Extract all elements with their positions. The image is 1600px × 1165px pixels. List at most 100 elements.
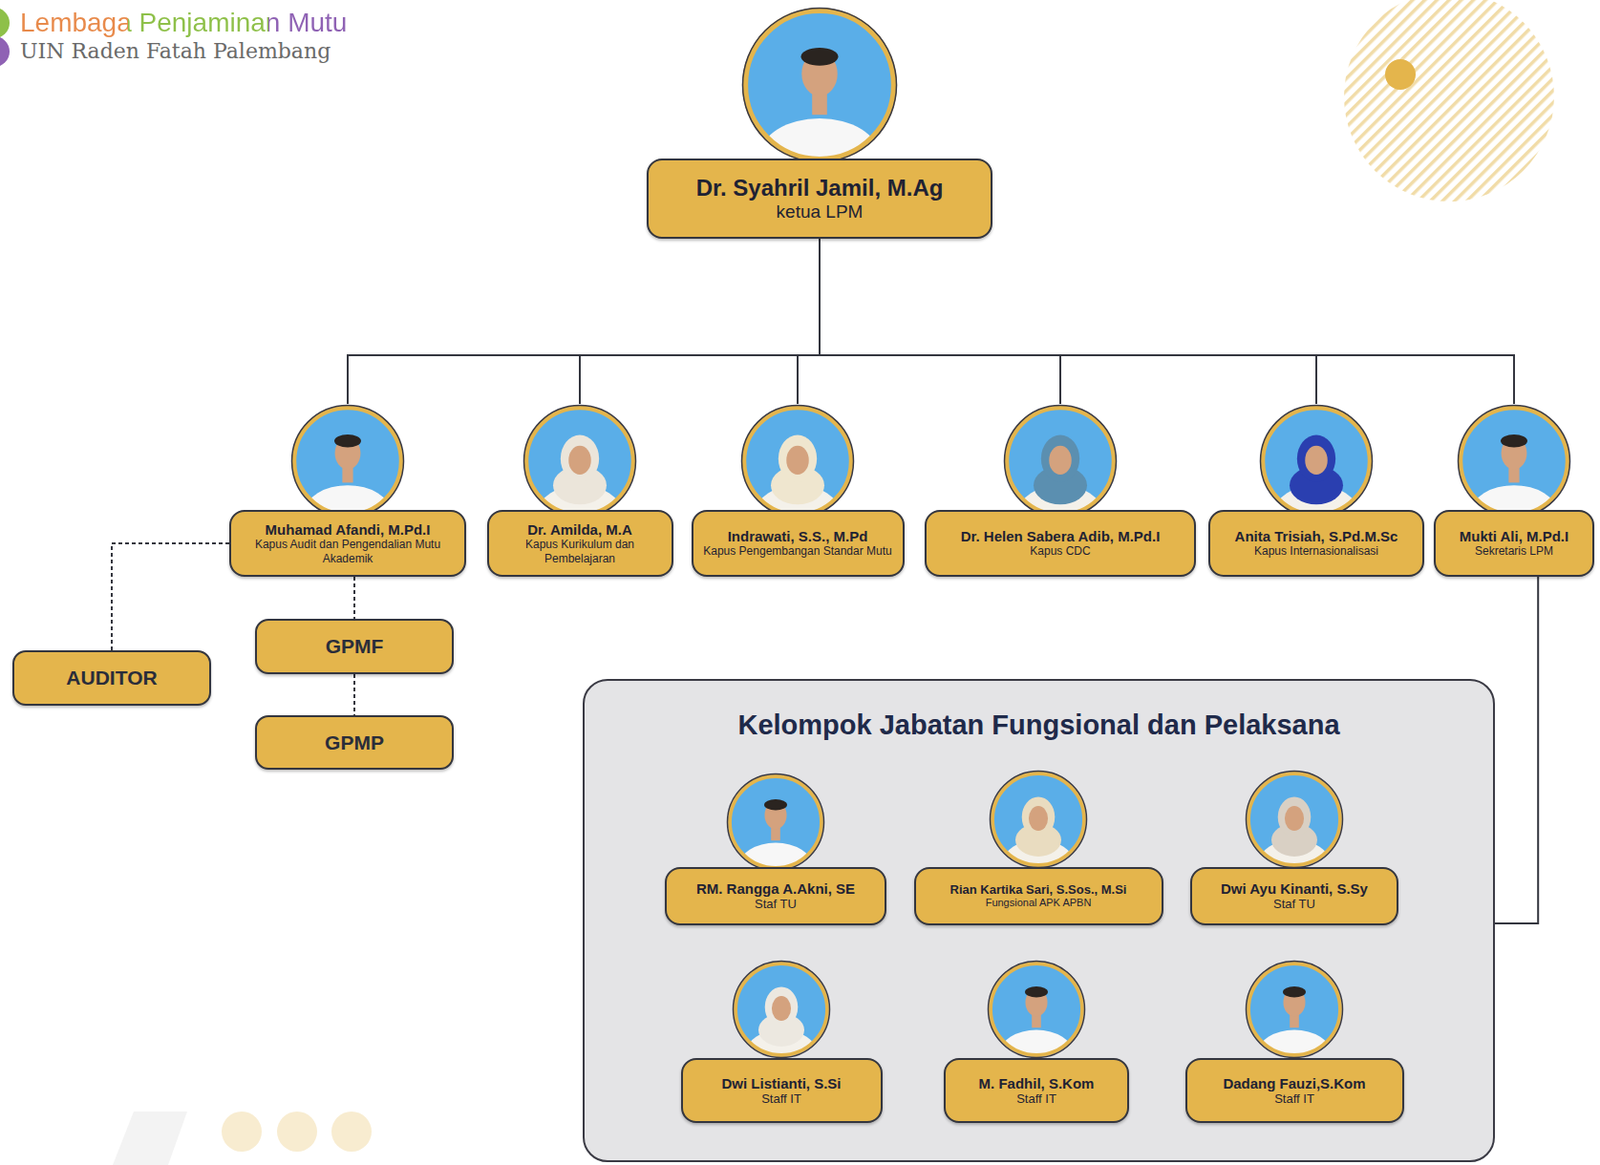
person-name: M. Fadhil, S.Kom — [979, 1075, 1095, 1092]
portrait-photo — [1244, 960, 1344, 1060]
photo-background — [1262, 407, 1370, 515]
name-box: RM. Rangga A.Akni, SEStaf TU — [664, 867, 887, 926]
person-role: ketua LPM — [776, 201, 864, 224]
person-card: Dadang Fauzi,S.KomStaff IT — [1185, 960, 1405, 1124]
person-name: Indrawati, S.S., M.Pd — [727, 528, 869, 545]
photo-background — [1248, 773, 1341, 866]
striped-circle — [1344, 0, 1555, 202]
connector-line — [819, 238, 1317, 405]
logo-leaf — [0, 36, 10, 67]
person-card: Rian Kartika Sari, S.Sos., M.SiFungsiona… — [914, 769, 1164, 926]
person-role: Sekretaris LPM — [1474, 544, 1554, 558]
name-box: Rian Kartika Sari, S.Sos., M.SiFungsiona… — [914, 867, 1164, 926]
name-box: M. Fadhil, S.KomStaff IT — [943, 1058, 1130, 1124]
person-name: Muhamad Afandi, M.Pd.I — [265, 521, 431, 538]
name-box: Mukti Ali, M.Pd.ISekretaris LPM — [1433, 510, 1595, 577]
unit-name: AUDITOR — [65, 666, 157, 690]
accent-dot — [277, 1111, 318, 1152]
portrait-photo — [522, 404, 638, 519]
accent-dot — [1385, 59, 1416, 90]
name-box: Dr. Helen Sabera Adib, M.Pd.IKapus CDC — [924, 510, 1196, 577]
person-role: Staf TU — [754, 896, 797, 913]
photo-ring — [744, 407, 852, 515]
photo-background — [992, 773, 1085, 866]
photo-outline — [1004, 405, 1117, 518]
group-panel: Kelompok Jabatan Fungsional dan Pelaksan… — [582, 679, 1495, 1163]
person-card: Dr. Syahril Jamil, M.Agketua LPM — [646, 6, 993, 239]
logo-leaf — [0, 7, 10, 39]
portrait-photo — [986, 960, 1087, 1060]
unit-name: GPMP — [324, 731, 384, 755]
person-card: Indrawati, S.S., M.PdKapus Pengembangan … — [691, 404, 905, 577]
dashed-connector — [353, 674, 356, 716]
person-card: Mukti Ali, M.Pd.ISekretaris LPM — [1433, 404, 1595, 577]
name-box: Anita Trisiah, S.Pd.M.ScKapus Internasio… — [1208, 510, 1425, 577]
photo-ring — [992, 773, 1085, 866]
photo-ring — [1006, 407, 1114, 515]
unit-box: GPMF — [255, 618, 454, 675]
name-box: Dwi Ayu Kinanti, S.SyStaf TU — [1190, 867, 1399, 926]
accent-dot — [221, 1111, 262, 1152]
person-role: Fungsional APK APBN — [985, 896, 1092, 910]
photo-outline — [727, 774, 825, 872]
person-name: Dr. Amilda, M.A — [527, 521, 632, 538]
person-name: Dwi Ayu Kinanti, S.Sy — [1220, 880, 1368, 897]
person-card: M. Fadhil, S.KomStaff IT — [943, 960, 1130, 1124]
photo-background — [735, 963, 828, 1056]
person-role: Staf TU — [1273, 896, 1316, 913]
photo-ring — [990, 963, 1083, 1056]
photo-outline — [292, 405, 405, 518]
name-box: Dr. Syahril Jamil, M.Agketua LPM — [646, 158, 993, 239]
person-card: Dr. Amilda, M.AKapus Kurikulum dan Pembe… — [487, 404, 674, 577]
person-role: Kapus Kurikulum dan Pembelajaran — [498, 537, 662, 566]
group-title: Kelompok Jabatan Fungsional dan Pelaksan… — [584, 709, 1494, 742]
photo-ring — [1262, 407, 1370, 515]
photo-outline — [988, 961, 1086, 1059]
person-role: Kapus Pengembangan Standar Mutu — [703, 544, 892, 558]
portrait-photo — [988, 769, 1088, 870]
photo-ring — [1460, 407, 1568, 515]
portrait-photo — [741, 6, 898, 164]
photo-ring — [735, 963, 828, 1056]
photo-outline — [524, 405, 637, 518]
person-name: Dadang Fauzi,S.Kom — [1222, 1075, 1366, 1092]
name-box: Dadang Fauzi,S.KomStaff IT — [1185, 1058, 1405, 1124]
name-box: Dwi Listianti, S.SiStaff IT — [681, 1058, 883, 1124]
photo-ring — [745, 10, 895, 160]
portrait-photo — [725, 772, 826, 873]
photo-background — [526, 407, 634, 515]
person-role: Staff IT — [1274, 1091, 1315, 1108]
portrait-photo — [1258, 404, 1374, 519]
photo-ring — [1248, 773, 1341, 866]
name-box: Indrawati, S.S., M.PdKapus Pengembangan … — [691, 510, 905, 577]
person-role: Staff IT — [761, 1091, 802, 1108]
person-role: Kapus CDC — [1029, 544, 1090, 558]
portrait-photo — [290, 404, 406, 519]
logo-subtitle: UIN Raden Fatah Palembang — [20, 38, 331, 65]
connector-line — [819, 238, 1061, 405]
person-card: Dwi Listianti, S.SiStaff IT — [681, 960, 883, 1124]
portrait-photo — [1244, 769, 1344, 870]
person-name: Dwi Listianti, S.Si — [721, 1075, 841, 1092]
portrait-photo — [1456, 404, 1572, 519]
person-role: Kapus Audit dan Pengendalian Mutu Akadem… — [240, 537, 455, 566]
photo-outline — [733, 961, 831, 1059]
person-role: Kapus Internasionalisasi — [1254, 544, 1379, 558]
photo-outline — [1246, 771, 1344, 869]
person-name: Rian Kartika Sari, S.Sos., M.Si — [950, 882, 1128, 897]
person-name: Dr. Helen Sabera Adib, M.Pd.I — [960, 528, 1161, 545]
name-box: Dr. Amilda, M.AKapus Kurikulum dan Pembe… — [487, 510, 674, 577]
connector-line — [1494, 576, 1538, 924]
person-name: Dr. Syahril Jamil, M.Ag — [696, 174, 944, 202]
portrait-photo — [740, 404, 855, 519]
person-role: Staff IT — [1016, 1091, 1057, 1108]
unit-box: GPMP — [255, 715, 454, 770]
person-name: RM. Rangga A.Akni, SE — [696, 880, 855, 897]
photo-outline — [1260, 405, 1373, 518]
dashed-connector — [111, 543, 230, 651]
photo-ring — [526, 407, 634, 515]
dashed-connector — [353, 576, 356, 619]
photo-ring — [1248, 963, 1341, 1056]
unit-box: AUDITOR — [12, 650, 212, 706]
